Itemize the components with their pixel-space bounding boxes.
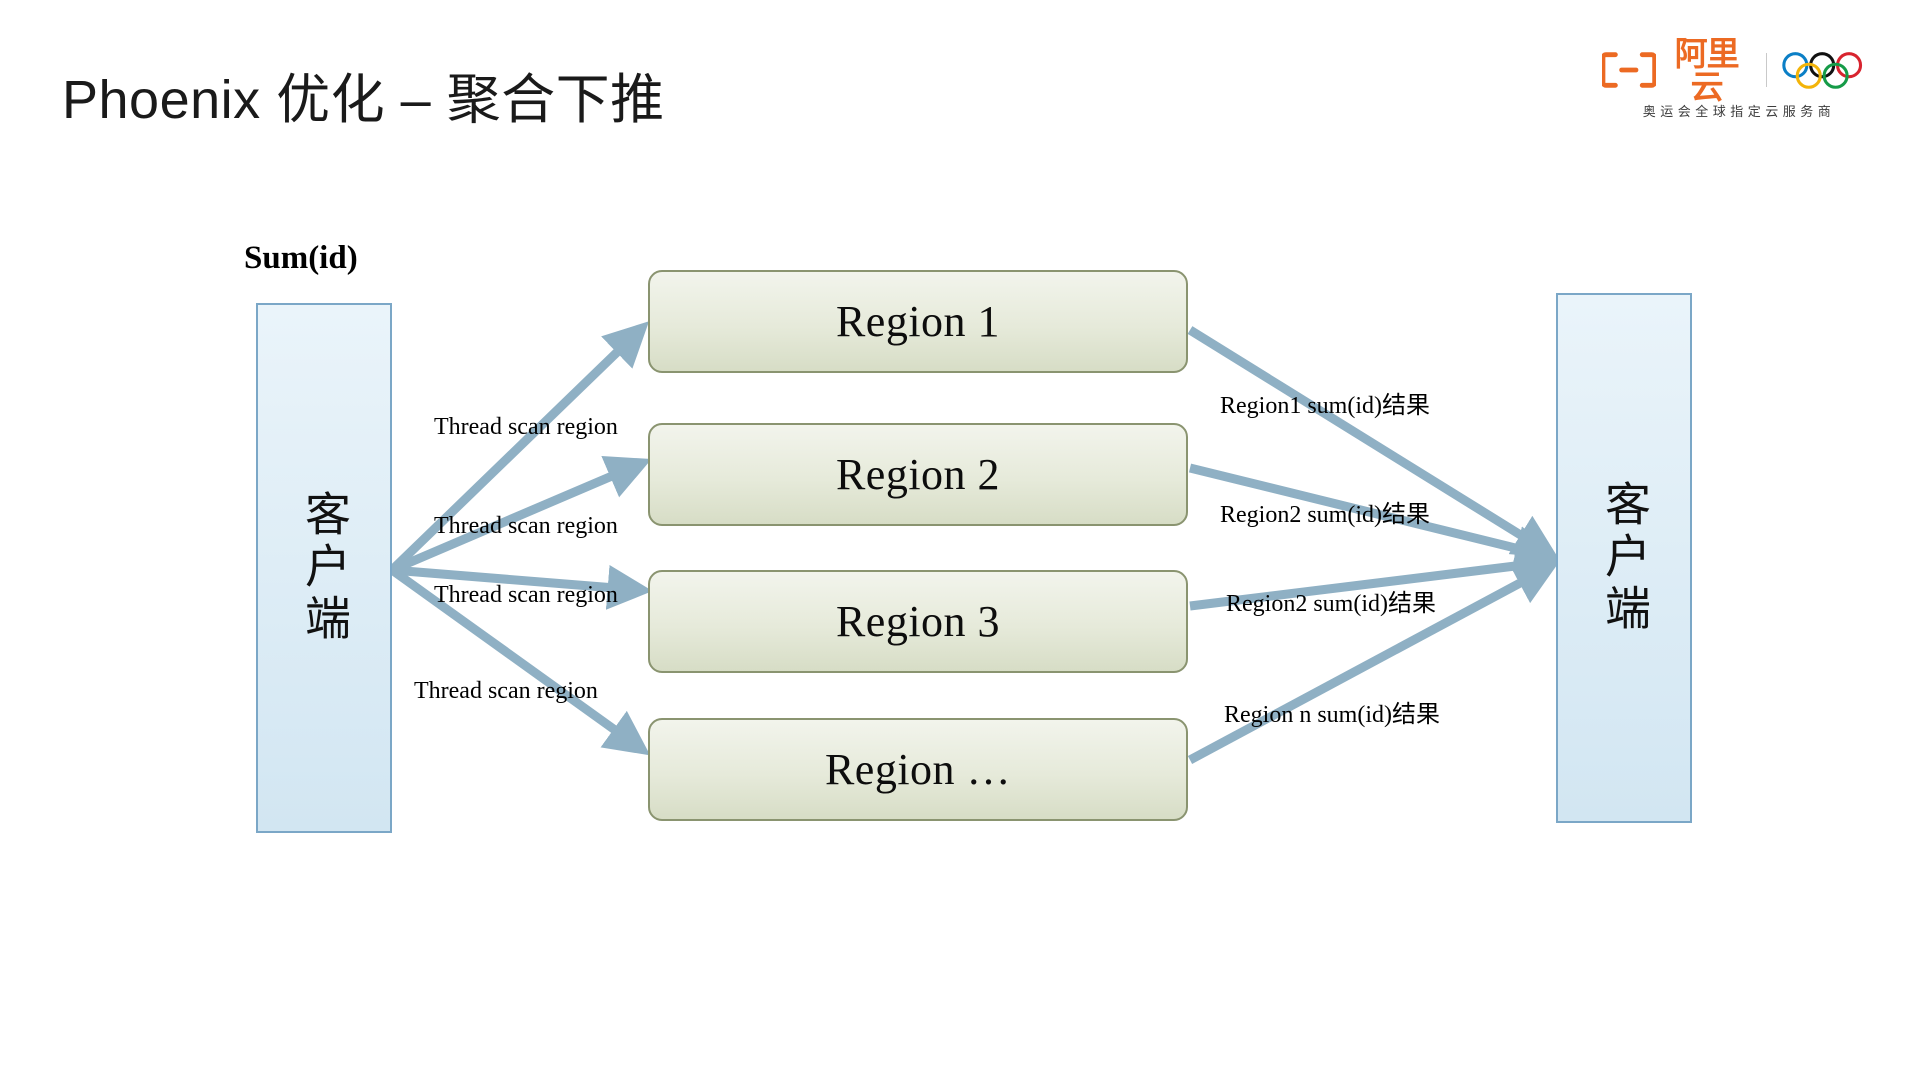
request-label-1: Thread scan region <box>434 414 618 440</box>
region-label-2: Region 2 <box>835 450 1001 499</box>
page-title: Phoenix 优化 – 聚合下推 <box>62 70 665 130</box>
brand-tagline: 奥运会全球指定云服务商 <box>1642 104 1836 119</box>
client-right-label: 客户端 <box>1599 480 1651 636</box>
region-box-4[interactable]: Region … <box>648 718 1188 821</box>
response-label-3: Region2 sum(id)结果 <box>1226 591 1436 617</box>
arrow-to-region-4 <box>389 566 651 756</box>
arrow-to-region-1 <box>388 321 650 574</box>
response-label-4: Region n sum(id)结果 <box>1224 702 1440 728</box>
brand-logo-text: 阿里云 <box>1674 35 1740 105</box>
client-box-right[interactable]: 客户端 <box>1556 293 1692 823</box>
alibaba-cloud-logo: 阿里云 <box>1602 37 1753 103</box>
logo-row: 阿里云 <box>1602 37 1872 103</box>
arrow-from-region-3 <box>1189 543 1561 611</box>
region-label-4: Region … <box>824 745 1012 794</box>
arrow-to-region-3 <box>391 564 653 610</box>
request-label-3: Thread scan region <box>434 582 618 608</box>
arrow-from-region-2 <box>1188 463 1561 571</box>
region-box-2[interactable]: Region 2 <box>648 423 1188 526</box>
alibaba-cloud-bracket-icon <box>1602 52 1656 88</box>
response-label-2: Region2 sum(id)结果 <box>1220 502 1430 528</box>
sum-caption: Sum(id) <box>244 240 358 276</box>
arrow-from-region-4 <box>1187 562 1560 764</box>
client-left-label: 客户端 <box>299 490 351 646</box>
arrow-from-region-1 <box>1187 326 1559 559</box>
region-box-3[interactable]: Region 3 <box>648 570 1188 673</box>
request-label-2: Thread scan region <box>434 513 618 539</box>
region-label-3: Region 3 <box>835 597 1001 646</box>
brand-logo: 阿里云 奥运会全球指定云服务商 <box>1602 37 1872 120</box>
client-box-left[interactable]: 客户端 <box>256 303 392 833</box>
region-label-1: Region 1 <box>835 297 1001 346</box>
response-label-1: Region1 sum(id)结果 <box>1220 393 1430 419</box>
response-arrows <box>1187 326 1561 764</box>
request-arrows <box>388 321 653 756</box>
region-box-1[interactable]: Region 1 <box>648 270 1188 373</box>
arrow-to-region-2 <box>390 456 652 575</box>
olympic-rings-icon <box>1782 52 1863 89</box>
request-label-4: Thread scan region <box>414 678 598 704</box>
logo-divider <box>1765 53 1767 87</box>
